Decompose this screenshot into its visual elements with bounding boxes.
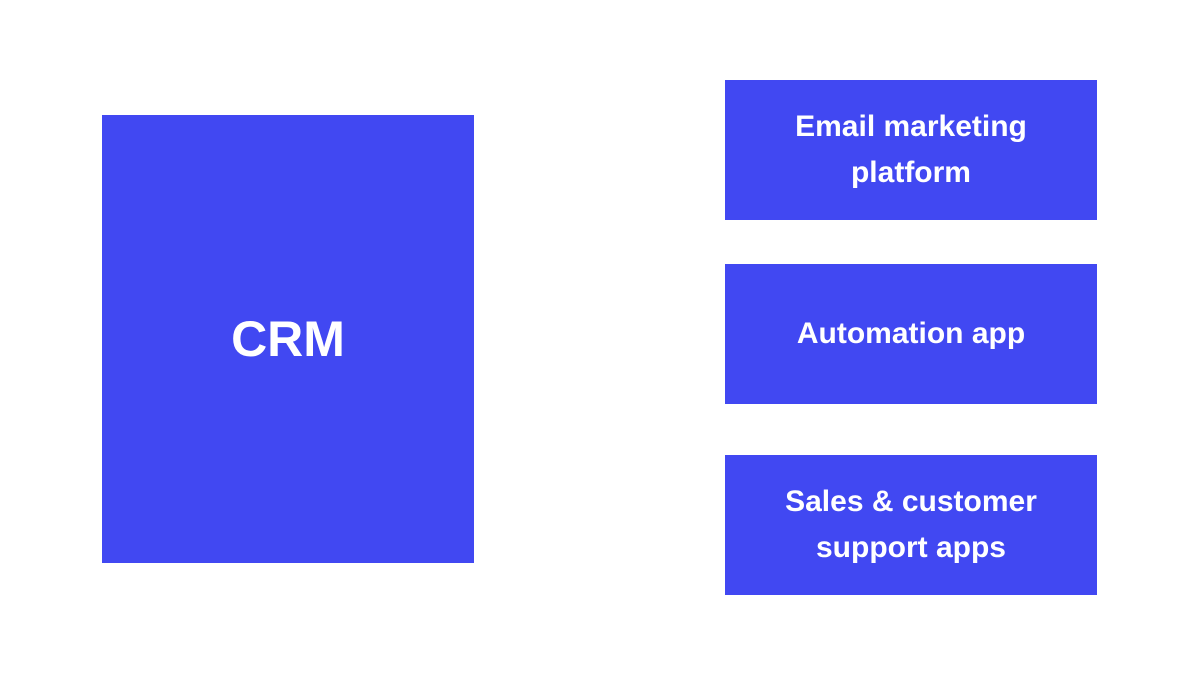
automation-app-block: Automation app: [725, 264, 1097, 404]
sales-customer-support-apps-label: Sales & customer support apps: [785, 479, 1037, 571]
automation-app-label: Automation app: [797, 311, 1025, 357]
label-line: Automation app: [796, 317, 1026, 350]
sales-customer-support-apps-block: Sales & customer support apps: [725, 455, 1097, 595]
email-marketing-platform-block: Email marketing platform: [725, 80, 1097, 220]
label-line: Sales & customer: [785, 485, 1037, 518]
crm-label: CRM: [231, 311, 345, 367]
label-line: platform: [850, 156, 971, 189]
label-line: support apps: [815, 531, 1006, 564]
crm-block: CRM: [102, 115, 474, 563]
label-line: Email marketing: [795, 110, 1027, 143]
email-marketing-platform-label: Email marketing platform: [795, 104, 1027, 196]
